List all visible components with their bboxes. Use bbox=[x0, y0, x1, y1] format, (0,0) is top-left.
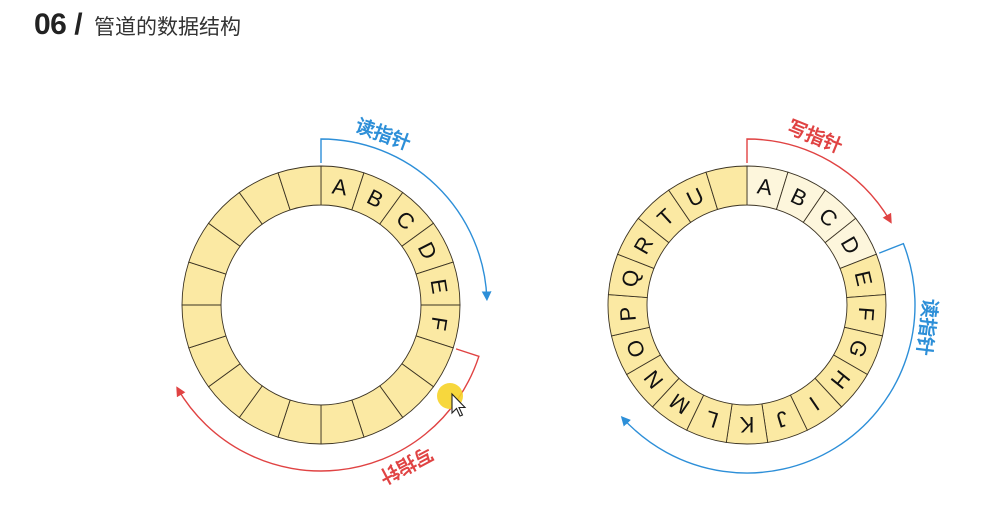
slide-number: 06 / bbox=[34, 8, 83, 41]
ring-segment bbox=[277, 165, 322, 211]
segment-letter: Q bbox=[616, 267, 644, 289]
ring-segment bbox=[705, 165, 748, 211]
segment-letter: E bbox=[850, 268, 878, 288]
segment-letter: F bbox=[853, 306, 879, 321]
read-pointer-label: 读指针 bbox=[912, 297, 942, 356]
segment-letter: A bbox=[330, 173, 349, 200]
write-pointer-label: 写指针 bbox=[376, 442, 437, 489]
segment-letter: A bbox=[756, 173, 775, 200]
read-pointer-arrow bbox=[320, 138, 492, 302]
slide-header: 06 / 管道的数据结构 bbox=[34, 8, 241, 42]
read-pointer-arrow bbox=[620, 242, 916, 474]
segment-letter: F bbox=[426, 315, 453, 332]
segment-letter: E bbox=[426, 277, 453, 295]
write-pointer-arrow bbox=[746, 138, 892, 224]
segment-letter: K bbox=[739, 412, 754, 437]
write-pointer-label: 写指针 bbox=[784, 115, 845, 158]
slide-title: 管道的数据结构 bbox=[94, 15, 242, 39]
cursor-arrow-icon bbox=[451, 392, 467, 417]
mouse-cursor bbox=[437, 383, 467, 417]
read-pointer-label: 读指针 bbox=[352, 114, 413, 155]
segment-letter: P bbox=[615, 306, 641, 323]
